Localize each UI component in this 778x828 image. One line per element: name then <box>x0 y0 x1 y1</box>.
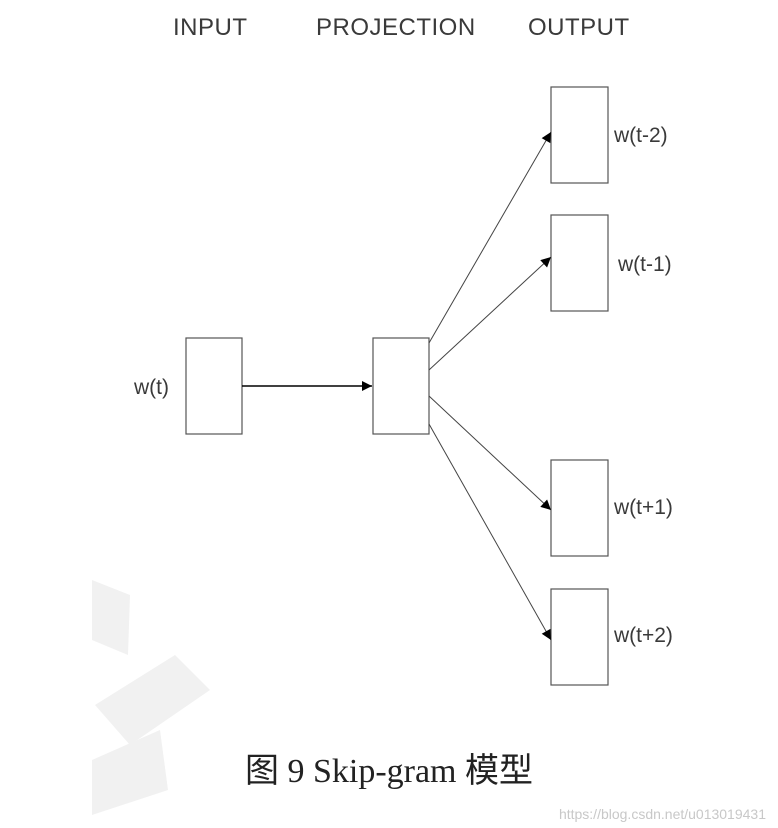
output-label-t-plus-1: w(t+1) <box>613 496 673 519</box>
output-label-t-minus-1: w(t-1) <box>617 253 672 276</box>
output-box-t-plus-1 <box>550 459 609 557</box>
output-label-t-minus-2: w(t-2) <box>613 124 668 147</box>
input-word-label: w(t) <box>133 376 169 399</box>
projection-header: PROJECTION <box>316 14 476 41</box>
output-label-t-plus-2: w(t+2) <box>613 624 673 647</box>
output-header: OUTPUT <box>528 14 630 41</box>
arrow-to-t-plus-1 <box>428 395 552 511</box>
projection-box <box>372 337 430 435</box>
figure-caption: 图 9 Skip-gram 模型 <box>244 753 534 790</box>
source-watermark: https://blog.csdn.net/u013019431 <box>558 806 766 822</box>
output-box-t-minus-1 <box>550 214 609 312</box>
background-watermark-shape <box>92 580 210 815</box>
input-box <box>185 337 243 435</box>
arrow-to-t-minus-2 <box>428 131 552 344</box>
output-box-t-minus-2 <box>550 86 609 184</box>
output-box-t-plus-2 <box>550 588 609 686</box>
arrow-to-t-plus-2 <box>428 423 552 641</box>
input-header: INPUT <box>173 14 248 41</box>
arrow-to-t-minus-1 <box>428 256 552 371</box>
